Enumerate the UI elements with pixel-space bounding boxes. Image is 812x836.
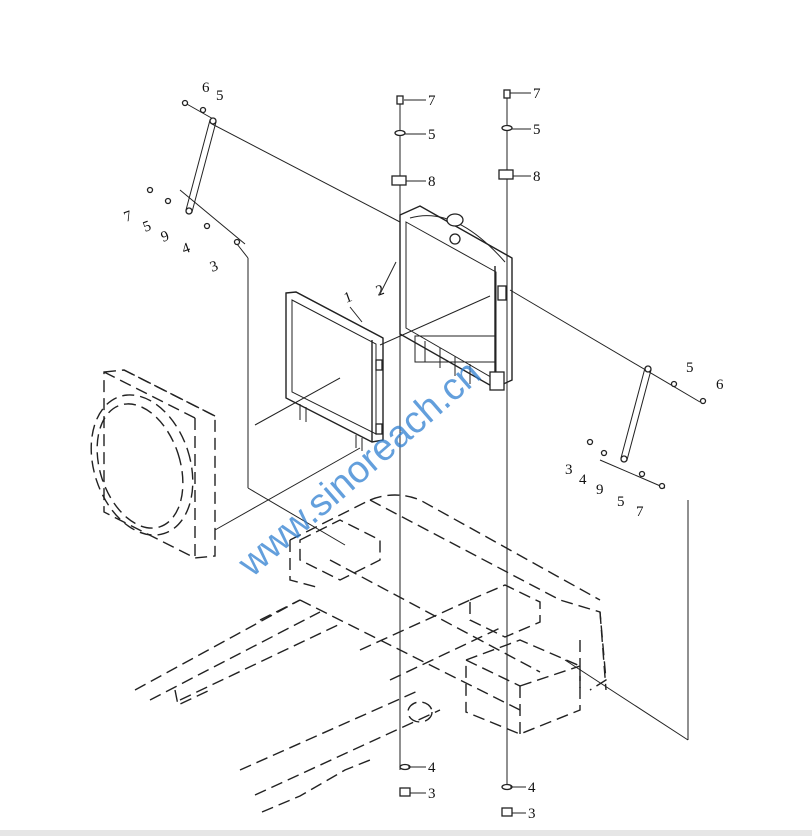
callout-7-left: 7: [122, 208, 135, 226]
battery-box: [465, 639, 581, 735]
watermark-text: www.sinoreach.cn: [230, 352, 489, 585]
callout-5-right: 5: [686, 360, 694, 376]
callout-ticks: [349, 92, 531, 814]
tractor-frame: [134, 494, 607, 813]
callout-3-bottom-mid: 3: [428, 786, 436, 802]
callout-5-right-low: 5: [617, 494, 625, 510]
callout-8-right-top: 8: [533, 169, 541, 185]
callout-6-left: 6: [202, 80, 210, 96]
callout-3-left: 3: [208, 258, 221, 276]
callout-5-right-top: 5: [533, 122, 541, 138]
callout-1: 1: [342, 289, 355, 307]
callout-3-right: 3: [565, 462, 573, 478]
callout-4-bottom-mid: 4: [428, 760, 436, 776]
radiator: [399, 205, 513, 391]
mount-brackets: [299, 519, 541, 638]
bottom-scroll-strip: [0, 830, 812, 836]
callout-5-left-top: 5: [216, 88, 224, 104]
callout-6-right: 6: [716, 377, 724, 393]
callout-3-bottom-right: 3: [528, 806, 536, 822]
callout-4-right: 4: [579, 472, 587, 488]
callout-9-left: 9: [159, 228, 172, 246]
callout-7-right: 7: [636, 504, 644, 520]
callout-8-mid: 8: [428, 174, 436, 190]
radiator-guard-frame: [285, 291, 384, 451]
callout-9-right: 9: [596, 482, 604, 498]
callout-7-mid: 7: [428, 93, 436, 109]
callout-4-left: 4: [180, 240, 193, 258]
assembly-lines: [179, 94, 701, 790]
callout-5-mid: 5: [428, 127, 436, 143]
callout-5-left: 5: [141, 218, 154, 236]
callout-7-right-top: 7: [533, 86, 541, 102]
fasteners: [146, 89, 707, 817]
stay-rod-right: [620, 365, 652, 463]
fan-shroud: [90, 369, 216, 559]
stay-rod-left: [185, 117, 217, 215]
callout-labels: 6 5 7 5 9 4 3 1 2 7 5 8 7 5 8 5 6 3 4 9 …: [122, 80, 724, 822]
callout-4-bottom-right: 4: [528, 780, 536, 796]
